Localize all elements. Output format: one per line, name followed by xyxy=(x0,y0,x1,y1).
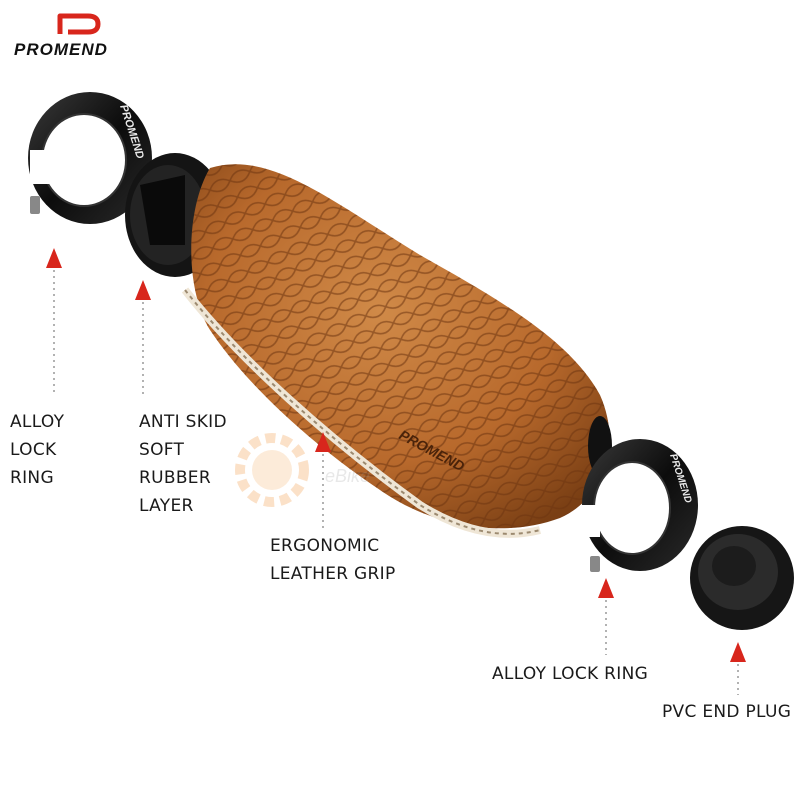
right-lock-ring xyxy=(580,439,698,572)
watermark-text: eBike xyxy=(325,466,371,486)
brand-name: PROMEND xyxy=(14,40,108,59)
callout-arrow-left-ring xyxy=(46,248,62,392)
label-alloy-lock-ring-right: ALLOY LOCK RING xyxy=(492,664,649,684)
pvc-end-plug xyxy=(690,526,794,630)
label-pvc-end-plug: PVC END PLUG xyxy=(662,702,792,722)
label-ergonomic-grip: ERGONOMIC LEATHER GRIP xyxy=(270,536,396,584)
callout-arrow-end-plug xyxy=(730,642,746,695)
callout-arrow-leather-grip xyxy=(315,432,331,528)
label-alloy-lock-ring-left: ALLOY LOCK RING xyxy=(10,412,65,488)
leather-grip xyxy=(181,164,612,538)
label-anti-skid-layer: ANTI SKID SOFT RUBBER LAYER xyxy=(139,412,227,516)
left-lock-ring xyxy=(28,92,152,224)
watermark-gear-icon xyxy=(235,433,309,507)
callout-arrow-rubber-layer xyxy=(135,280,151,395)
callout-arrow-right-ring xyxy=(598,578,614,655)
brand-logo-icon xyxy=(57,13,101,35)
